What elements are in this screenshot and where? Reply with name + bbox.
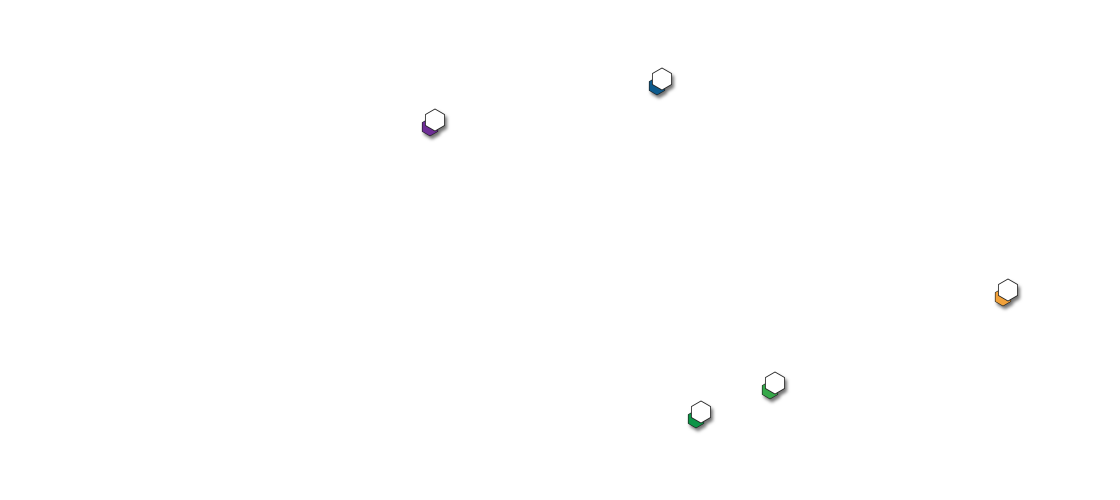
marker-blue[interactable] <box>648 67 672 96</box>
marker-cap-icon <box>765 371 785 395</box>
marker-orange[interactable] <box>994 278 1018 307</box>
marker-purple[interactable] <box>421 108 445 137</box>
marker-cap-icon <box>691 400 711 424</box>
markers-layer <box>421 67 1018 429</box>
marker-green[interactable] <box>687 400 711 429</box>
marker-light-green[interactable] <box>761 371 785 400</box>
marker-cap-icon <box>652 67 672 91</box>
marker-cap-icon <box>998 278 1018 302</box>
marker-cap-icon <box>425 108 445 132</box>
